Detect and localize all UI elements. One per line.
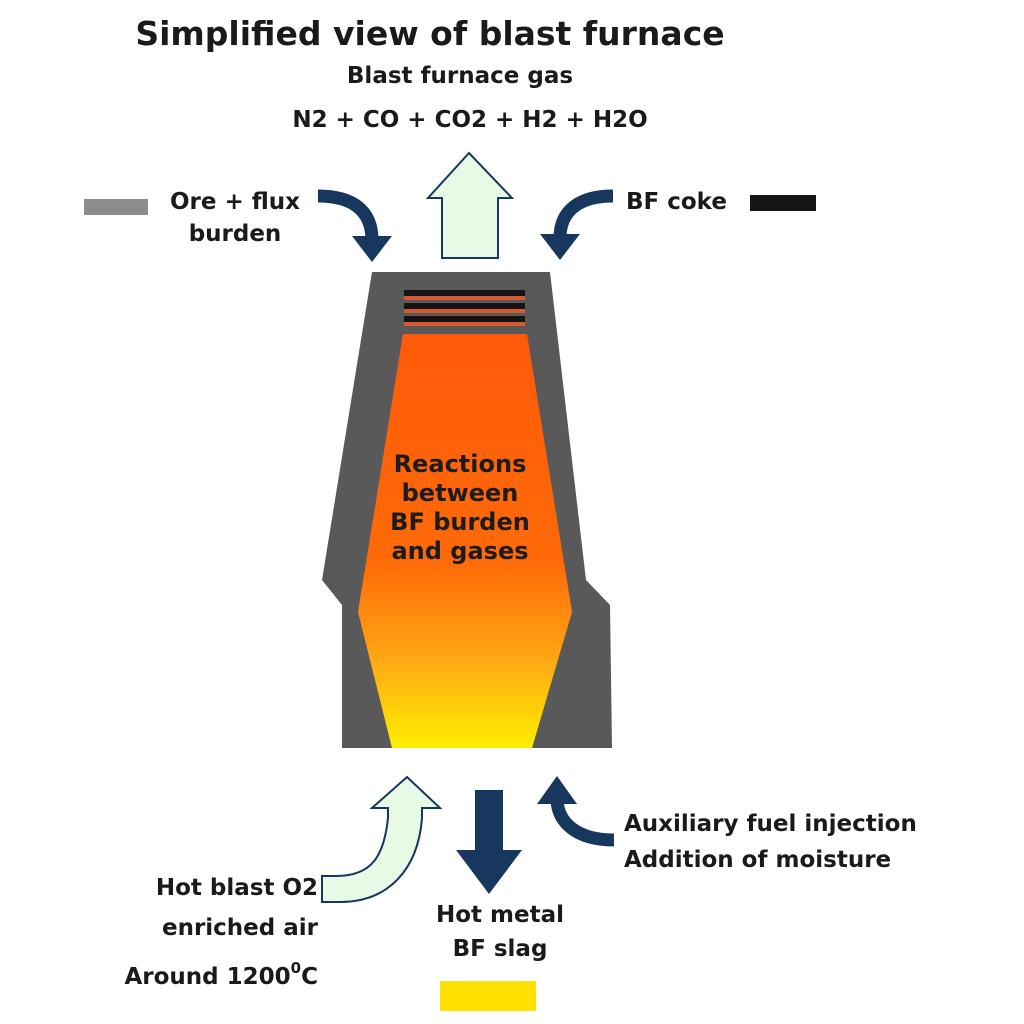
blast-furnace-gas-label: Blast furnace gas <box>346 63 574 89</box>
ore-input-arrow <box>317 189 379 241</box>
bf-slag-line: BF slag <box>452 936 548 962</box>
furnace-label-line3: BF burden <box>390 508 530 536</box>
temperature-unit: C <box>301 964 318 990</box>
hot-blast-line1: Hot blast O2 <box>155 875 318 901</box>
auxiliary-fuel-line2: Addition of moisture <box>624 847 892 873</box>
burden-layers <box>404 290 525 326</box>
gas-up-arrow <box>425 151 515 259</box>
ore-flux-label: Ore + flux burden <box>150 186 320 250</box>
ore-flux-swatch <box>84 199 148 215</box>
furnace-reactions-label: Reactions between BF burden and gases <box>360 450 560 566</box>
ore-flux-label-line1: Ore + flux <box>169 189 301 215</box>
hot-blast-line2: enriched air <box>161 915 318 941</box>
bf-coke-label: BF coke <box>626 189 727 215</box>
auxiliary-fuel-arrow <box>550 799 615 847</box>
hot-blast-line3: Around 12000C <box>96 948 318 997</box>
hot-blast-arrow <box>321 775 443 903</box>
temperature-value: Around 1200 <box>124 964 291 990</box>
degree-superscript: 0 <box>290 959 302 977</box>
auxiliary-fuel-line1: Auxiliary fuel injection <box>624 811 917 837</box>
hot-metal-slag-label: Hot metal BF slag <box>410 898 590 966</box>
hot-metal-line: Hot metal <box>435 902 565 928</box>
furnace-label-line4: and gases <box>391 537 529 565</box>
furnace-label-line2: between <box>401 479 519 507</box>
furnace-reaction-zone <box>358 334 572 748</box>
coke-input-arrowhead <box>540 234 580 260</box>
hot-metal-swatch <box>440 981 536 1011</box>
ore-input-arrowhead <box>352 236 392 262</box>
auxiliary-fuel-label: Auxiliary fuel injection Addition of moi… <box>624 806 917 878</box>
hot-blast-label: Hot blast O2 enriched air Around 12000C <box>96 868 318 997</box>
gas-composition-label: N2 + CO + CO2 + H2 + H2O <box>292 107 648 133</box>
furnace-label-line1: Reactions <box>393 450 527 478</box>
hot-metal-down-arrow <box>456 790 522 894</box>
coke-input-arrow <box>553 189 614 239</box>
ore-flux-label-line2: burden <box>188 221 282 247</box>
diagram-title: Simplified view of blast furnace <box>135 14 725 53</box>
auxiliary-fuel-arrowhead <box>537 776 577 804</box>
coke-swatch <box>750 195 816 211</box>
